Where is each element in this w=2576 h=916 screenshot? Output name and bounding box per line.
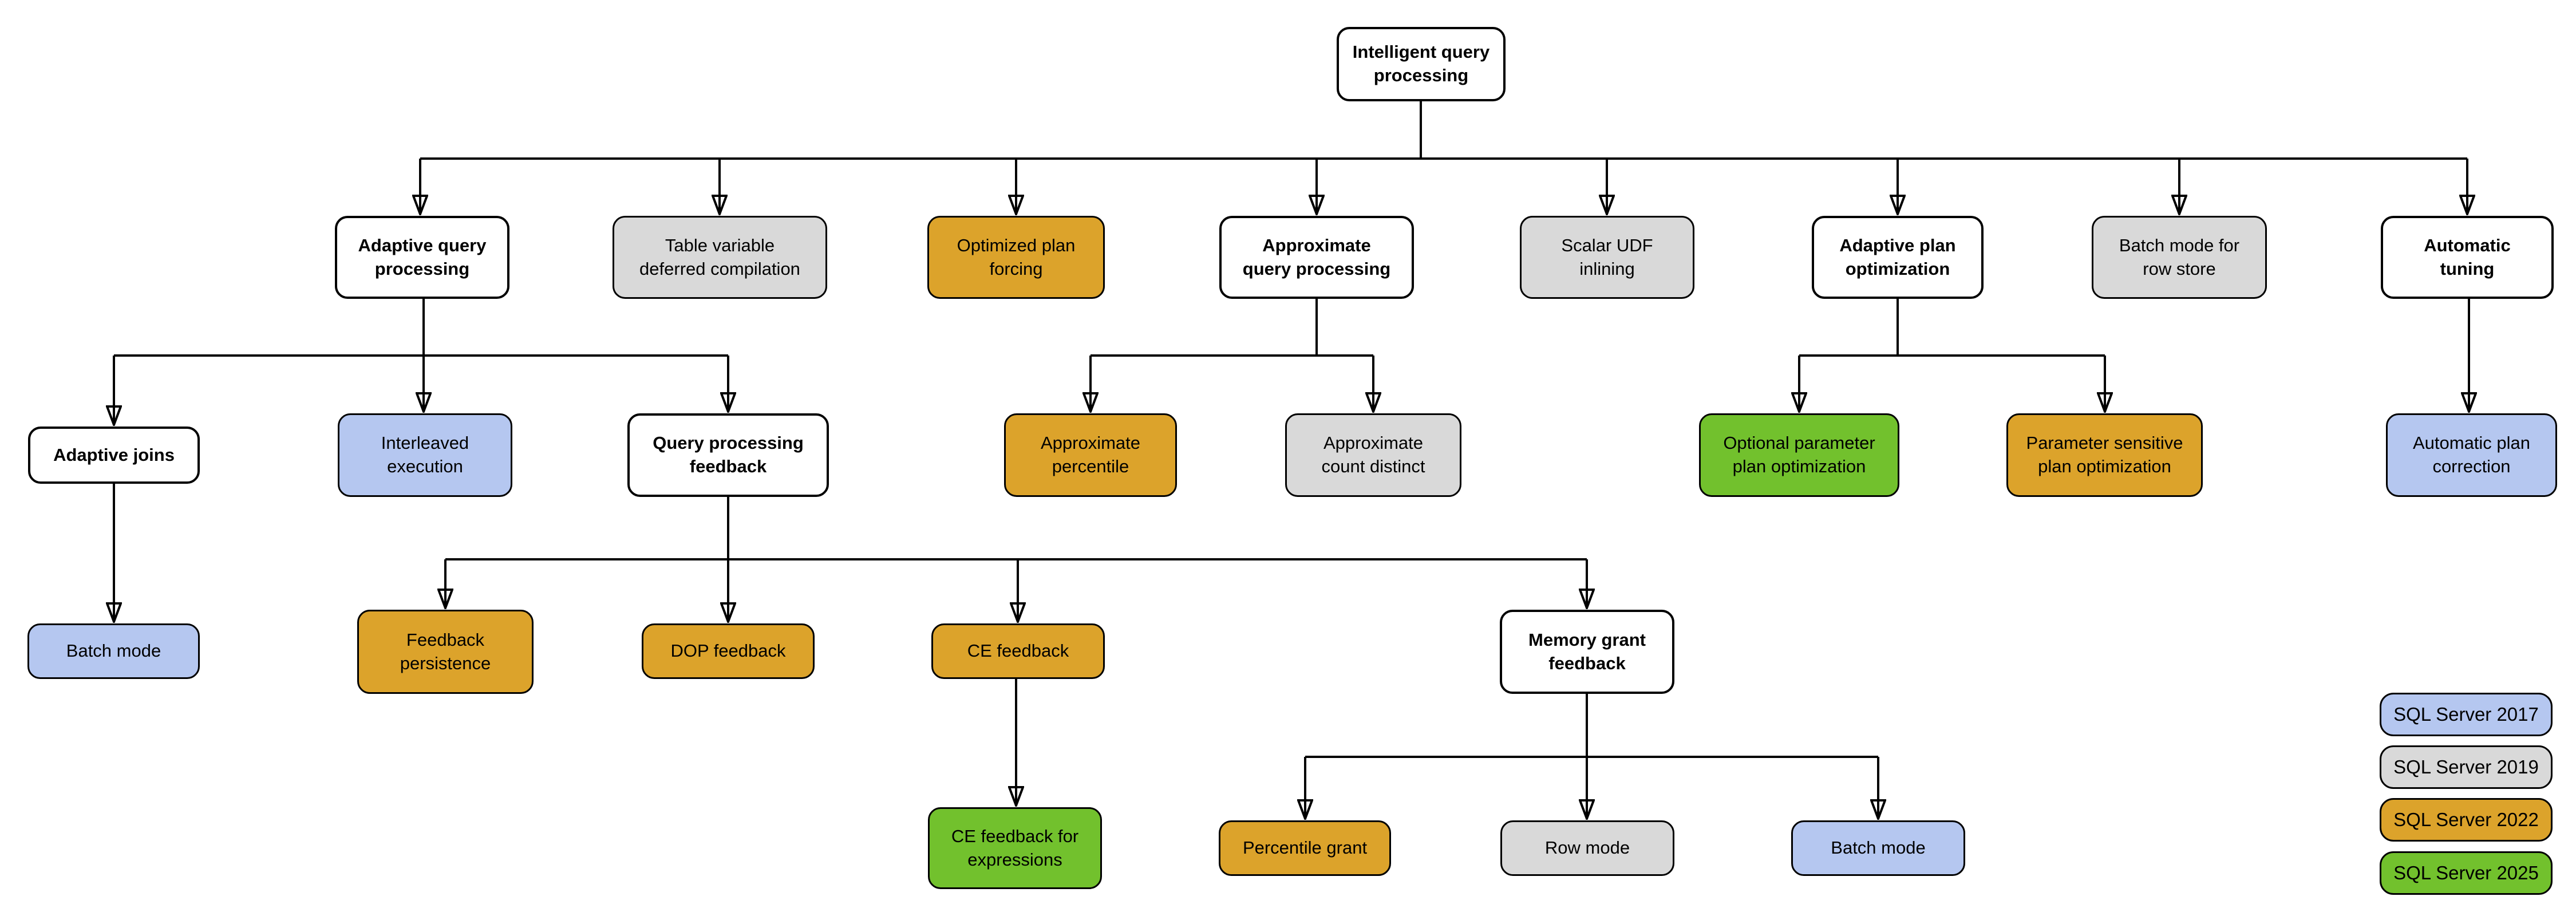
legend-item-sql-server-2025: SQL Server 2025 bbox=[2380, 851, 2553, 895]
bus-adaptive-plan-optimization bbox=[1799, 299, 2105, 411]
node-scalar-udf-inlining: Scalar UDF inlining bbox=[1520, 216, 1694, 299]
node-optimized-plan-forcing: Optimized plan forcing bbox=[927, 216, 1105, 299]
node-ce-feedback-for-expressions: CE feedback for expressions bbox=[928, 807, 1102, 889]
legend-item-sql-server-2017: SQL Server 2017 bbox=[2380, 693, 2553, 736]
bus-root bbox=[420, 101, 2467, 214]
node-adaptive-query-processing: Adaptive query processing bbox=[335, 216, 509, 299]
bus-adaptive-query-processing bbox=[114, 299, 728, 424]
bus-approximate-query-processing bbox=[1091, 299, 1373, 411]
node-ce-feedback: CE feedback bbox=[931, 623, 1105, 679]
node-memory-grant-feedback: Memory grant feedback bbox=[1500, 610, 1674, 694]
legend-item-sql-server-2019: SQL Server 2019 bbox=[2380, 745, 2553, 789]
node-automatic-tuning: Automatic tuning bbox=[2381, 216, 2554, 299]
legend-item-sql-server-2022: SQL Server 2022 bbox=[2380, 798, 2553, 842]
node-adaptive-plan-optimization: Adaptive plan optimization bbox=[1812, 216, 1984, 299]
node-approximate-count-distinct: Approximate count distinct bbox=[1285, 413, 1461, 497]
bus-memory-grant-feedback bbox=[1305, 694, 1878, 818]
node-intelligent-query-processing: Intelligent query processing bbox=[1337, 27, 1506, 101]
node-dop-feedback: DOP feedback bbox=[642, 623, 815, 679]
bus-query-processing-feedback bbox=[445, 497, 1587, 621]
node-adaptive-joins: Adaptive joins bbox=[28, 427, 200, 484]
node-percentile-grant: Percentile grant bbox=[1219, 820, 1391, 876]
node-approximate-percentile: Approximate percentile bbox=[1004, 413, 1177, 497]
node-automatic-plan-correction: Automatic plan correction bbox=[2386, 413, 2557, 497]
node-optional-parameter-plan-optimization: Optional parameter plan optimization bbox=[1699, 413, 1899, 497]
node-query-processing-feedback: Query processing feedback bbox=[627, 413, 829, 497]
node-table-variable-deferred-compilation: Table variable deferred compilation bbox=[613, 216, 827, 299]
node-interleaved-execution: Interleaved execution bbox=[338, 413, 512, 497]
node-row-mode: Row mode bbox=[1500, 820, 1674, 876]
node-parameter-sensitive-plan-optimization: Parameter sensitive plan optimization bbox=[2006, 413, 2203, 497]
node-batch-mode-under-adaptive-joins: Batch mode bbox=[27, 623, 200, 679]
node-feedback-persistence: Feedback persistence bbox=[357, 610, 534, 694]
node-batch-mode-for-row-store: Batch mode for row store bbox=[2092, 216, 2267, 299]
node-batch-mode-under-memory-grant: Batch mode bbox=[1791, 820, 1965, 876]
node-approximate-query-processing: Approximate query processing bbox=[1219, 216, 1414, 299]
